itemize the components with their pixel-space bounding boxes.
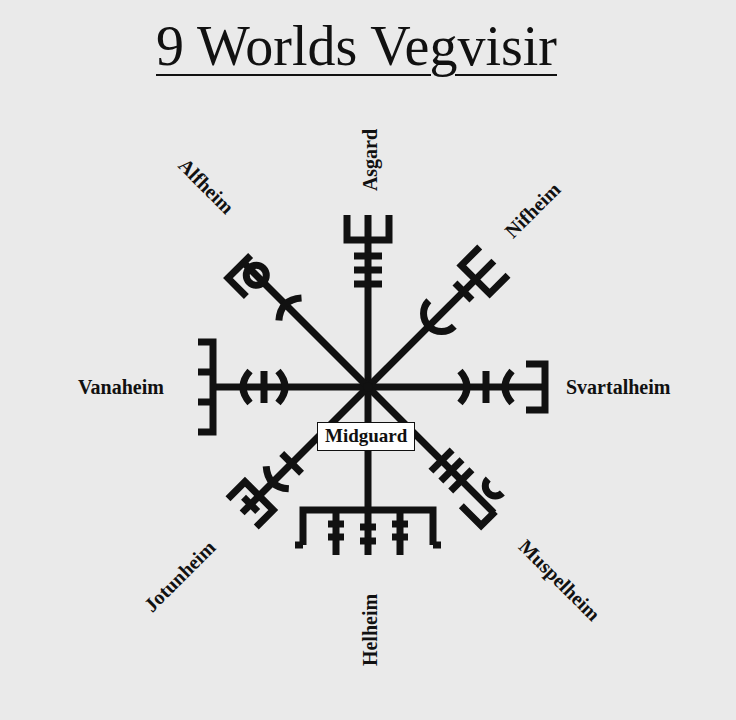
- world-label: Nifheim: [500, 178, 564, 242]
- world-label: Jotunheim: [140, 536, 220, 616]
- world-box: Midguard: [317, 422, 415, 451]
- world-label: Alfheim: [174, 154, 238, 218]
- hub-dot: [363, 382, 373, 392]
- helheim-stave: [295, 387, 441, 555]
- world-label: Vanaheim: [78, 376, 164, 398]
- world-name: Midguard: [325, 425, 407, 448]
- world-label: Helheim: [359, 594, 381, 666]
- svartalheim-stave: [368, 364, 545, 410]
- vanaheim-stave: [198, 342, 368, 432]
- asgard-stave: [347, 215, 389, 387]
- world-label: Asgard: [359, 129, 381, 191]
- world-label: Svartalheim: [566, 376, 670, 398]
- alfheim-stave: [228, 251, 379, 402]
- world-label: Muspelheim: [515, 535, 605, 625]
- diagram-title: 9 Worlds Vegvisir: [156, 14, 557, 78]
